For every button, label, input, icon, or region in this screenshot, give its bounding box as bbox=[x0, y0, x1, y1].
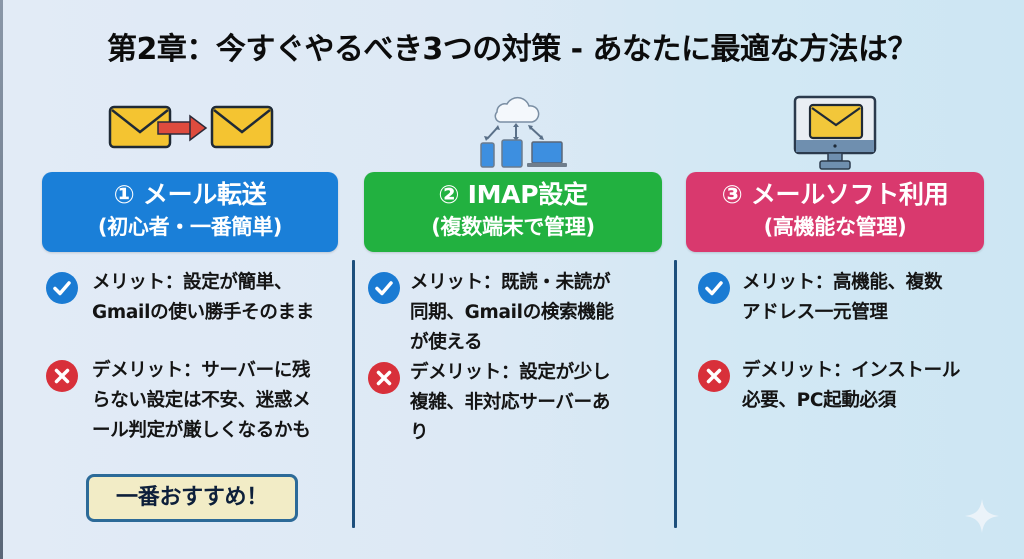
option-imap: ② IMAP設定 (複数端末で管理) メリット：既読・未読が 同期、Gmailの… bbox=[364, 90, 662, 448]
option-subtitle: (初心者・一番簡単) bbox=[97, 215, 283, 239]
merit-item: メリット：設定が簡単、 Gmailの使い勝手そのまま bbox=[42, 268, 338, 328]
merit-line: Gmailの使い勝手そのまま bbox=[92, 302, 314, 323]
demerit-line: 必要、PC起動必須 bbox=[742, 390, 896, 411]
check-icon bbox=[46, 272, 78, 304]
option-card-mail-software: ③ メールソフト利用 (高機能な管理) bbox=[686, 172, 984, 252]
merit-line: メリット：既読・未読が bbox=[410, 272, 611, 293]
cloud-sync-devices-icon bbox=[364, 90, 662, 172]
merit-line: メリット：高機能、複数 bbox=[742, 272, 943, 293]
desktop-mail-icon bbox=[686, 90, 984, 172]
merit-item: メリット：高機能、複数 アドレス一元管理 bbox=[686, 268, 984, 328]
page-title: 第2章：今すぐやるべき3つの対策 - あなたに最適な方法は？ bbox=[106, 32, 918, 67]
option-title: ③ メールソフト利用 bbox=[721, 180, 949, 209]
merit-line: メリット：設定が簡単、 bbox=[92, 272, 293, 293]
option-title: ② IMAP設定 bbox=[438, 180, 588, 209]
cross-icon bbox=[698, 360, 730, 392]
merit-line: アドレス一元管理 bbox=[742, 302, 888, 323]
sparkle-icon bbox=[964, 498, 1000, 538]
option-card-imap: ② IMAP設定 (複数端末で管理) bbox=[364, 172, 662, 252]
demerit-item: デメリット：インストール 必要、PC起動必須 bbox=[686, 356, 984, 416]
cross-icon bbox=[46, 360, 78, 392]
option-title: ① メール転送 bbox=[113, 180, 267, 209]
left-edge bbox=[0, 0, 3, 559]
demerit-line: デメリット：インストール bbox=[742, 360, 961, 381]
option-subtitle: (高機能な管理) bbox=[763, 215, 907, 239]
recommendation-badge: 一番おすすめ！ bbox=[86, 474, 298, 522]
merit-item: メリット：既読・未読が 同期、Gmailの検索機能 が使える bbox=[364, 268, 662, 358]
option-card-mail-forward: ① メール転送 (初心者・一番簡単) bbox=[42, 172, 338, 252]
mail-forward-icon bbox=[42, 90, 338, 172]
option-mail-software: ③ メールソフト利用 (高機能な管理) メリット：高機能、複数 アドレス一元管理… bbox=[686, 90, 984, 416]
demerit-item: デメリット：設定が少し 複雑、非対応サーバーあ り bbox=[364, 358, 662, 448]
cross-icon bbox=[368, 362, 400, 394]
merit-line: が使える bbox=[410, 332, 483, 353]
demerit-line: デメリット：サーバーに残 bbox=[92, 360, 311, 381]
option-mail-forward: ① メール転送 (初心者・一番簡単) メリット：設定が簡単、 Gmailの使い勝… bbox=[42, 90, 338, 446]
option-subtitle: (複数端末で管理) bbox=[431, 215, 595, 239]
column-divider bbox=[674, 260, 677, 528]
merit-line: 同期、Gmailの検索機能 bbox=[410, 302, 614, 323]
check-icon bbox=[368, 272, 400, 304]
demerit-line: デメリット：設定が少し bbox=[410, 362, 611, 383]
check-icon bbox=[698, 272, 730, 304]
demerit-line: 複雑、非対応サーバーあ bbox=[410, 392, 611, 413]
demerit-line: らない設定は不安、迷惑メ bbox=[92, 390, 311, 411]
demerit-item: デメリット：サーバーに残 らない設定は不安、迷惑メ ール判定が厳しくなるかも bbox=[42, 356, 338, 446]
demerit-line: ール判定が厳しくなるかも bbox=[92, 420, 311, 441]
column-divider bbox=[352, 260, 355, 528]
demerit-line: り bbox=[410, 422, 429, 443]
